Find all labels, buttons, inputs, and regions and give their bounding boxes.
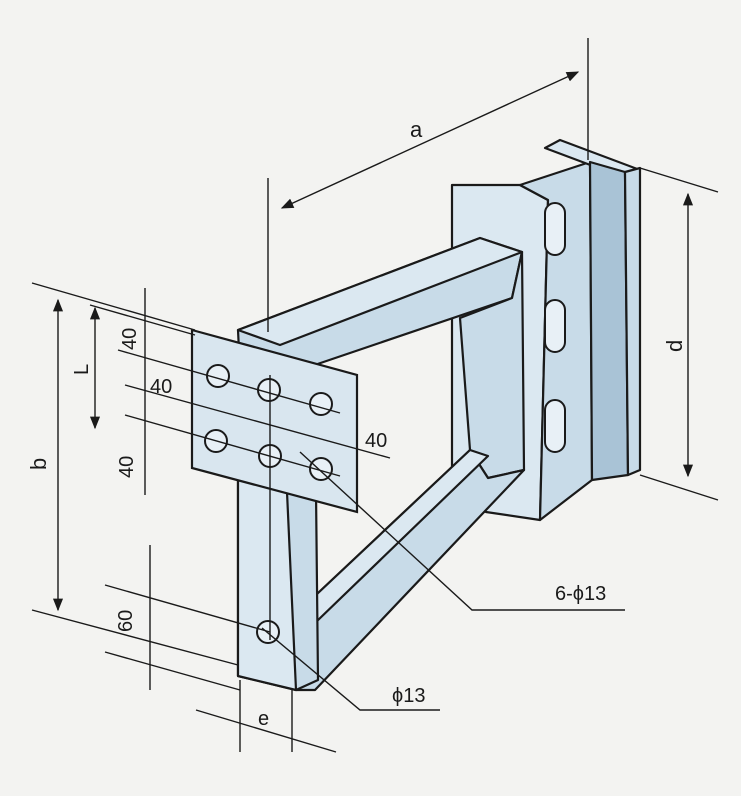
front-leg [236,468,320,692]
plate-hole-1 [206,364,230,388]
slot-top [544,202,566,256]
dimension-labels: a d b L 40 40 40 40 60 e 6-ϕ13 ϕ13 [26,117,687,730]
60-line-bottom [104,651,241,691]
d-ext-top [639,167,719,193]
L-ext-top [89,304,196,336]
label-hole-single: ϕ13 [392,685,425,707]
label-e: e [258,708,269,730]
column-front-face [588,160,630,482]
label-40-top: 40 [119,328,141,350]
a-dimension [280,71,580,209]
plate-hole-3 [309,392,333,416]
60-line-top [104,584,271,633]
hole-single-leader [261,627,440,711]
hole-row-1-line [117,349,341,414]
column-front-edge [623,166,642,477]
label-40-left: 40 [116,456,138,478]
label-holes-group: 6-ϕ13 [555,583,606,605]
e-dimension [195,709,337,753]
slot-bottom [544,399,566,453]
label-d: d [662,340,687,352]
holes-group-leader [299,451,625,611]
label-40-mid: 40 [150,376,172,398]
label-b: b [26,458,51,470]
label-L: L [71,364,93,375]
dimension-lines [31,38,719,753]
plate-hole-6 [309,457,333,481]
d-ext-bottom [639,474,719,501]
b-ext-bottom [31,609,239,666]
b-ext-top [31,282,196,331]
hole-row-mid-line [124,384,391,459]
label-40-right: 40 [365,430,387,452]
label-a: a [410,117,423,142]
front-leg-face [236,468,298,692]
slot-middle [544,299,566,353]
hole-row-2-line [124,414,341,477]
label-60: 60 [115,610,137,632]
